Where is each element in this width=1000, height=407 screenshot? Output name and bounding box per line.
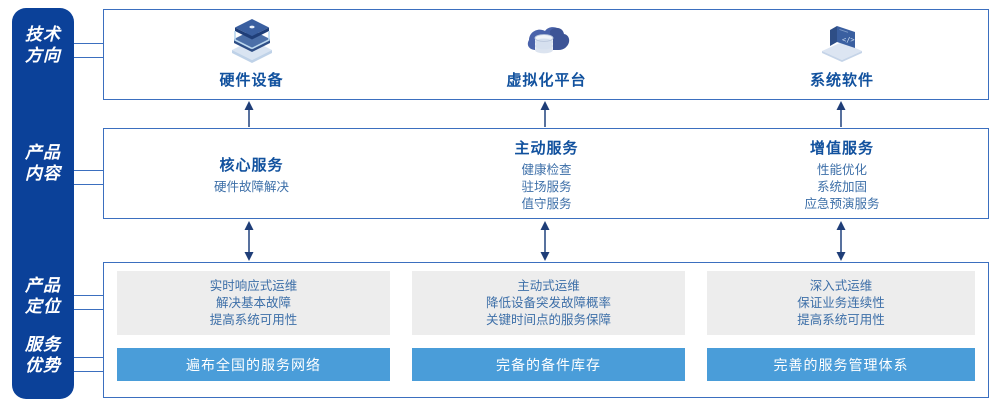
connector-tech-bottom bbox=[74, 57, 103, 58]
advantage-bar-spare-parts[interactable]: 完备的备件库存 bbox=[412, 348, 685, 381]
arrow-double-proactive bbox=[539, 221, 551, 266]
connector-advantage-top bbox=[74, 357, 103, 358]
rail-item-product-content-line2: 内容 bbox=[25, 164, 61, 183]
content-title-core: 核心服务 bbox=[219, 156, 284, 174]
rail-item-tech-direction-line2: 方向 bbox=[25, 46, 61, 65]
tech-column-virtualization[interactable]: 虚拟化平台 bbox=[399, 10, 694, 101]
content-title-value-added: 增值服务 bbox=[809, 139, 874, 157]
arrow-double-value-added bbox=[835, 221, 847, 266]
position-card-line: 关键时间点的服务保障 bbox=[485, 312, 611, 327]
connector-content-bottom bbox=[74, 184, 103, 185]
position-card-line: 提高系统可用性 bbox=[209, 312, 298, 327]
position-card-proactive[interactable]: 主动式运维 降低设备突发故障概率 关键时间点的服务保障 bbox=[412, 271, 685, 335]
arrow-up-hardware bbox=[243, 101, 255, 132]
rail-item-service-advantage-line1: 服务 bbox=[25, 335, 61, 354]
advantage-bar-management-system[interactable]: 完善的服务管理体系 bbox=[707, 348, 975, 381]
svg-text:</>: </> bbox=[842, 36, 855, 44]
content-item: 健康检查 bbox=[521, 162, 572, 177]
left-category-rail bbox=[12, 8, 74, 399]
rail-item-product-content: 产品 内容 bbox=[12, 142, 74, 184]
content-item: 应急预演服务 bbox=[804, 196, 880, 211]
position-card-line: 解决基本故障 bbox=[215, 295, 291, 310]
cloud-database-icon bbox=[520, 16, 574, 68]
arrow-double-core bbox=[243, 221, 255, 266]
advantage-bar-label: 遍布全国的服务网络 bbox=[186, 356, 321, 373]
content-column-core[interactable]: 核心服务 硬件故障解决 bbox=[104, 129, 399, 220]
content-item: 系统加固 bbox=[816, 179, 867, 194]
content-item: 值守服务 bbox=[521, 196, 572, 211]
tech-column-system-software[interactable]: </> 系统软件 bbox=[694, 10, 990, 101]
tech-direction-panel: 硬件设备 虚拟化平台 bbox=[103, 9, 989, 100]
content-item: 性能优化 bbox=[816, 162, 867, 177]
position-card-line: 实时响应式运维 bbox=[209, 278, 298, 293]
server-stack-icon bbox=[225, 16, 279, 68]
connector-position-bottom bbox=[74, 309, 103, 310]
position-card-line: 深入式运维 bbox=[809, 278, 873, 293]
tech-title-system-software: 系统软件 bbox=[809, 72, 874, 89]
position-card-line: 主动式运维 bbox=[517, 278, 580, 293]
tech-title-virtualization: 虚拟化平台 bbox=[506, 72, 587, 89]
rail-item-tech-direction: 技术 方向 bbox=[12, 24, 74, 66]
position-card-line: 提高系统可用性 bbox=[797, 312, 885, 327]
rail-item-service-advantage-line2: 优势 bbox=[25, 356, 61, 375]
advantage-bar-label: 完善的服务管理体系 bbox=[773, 356, 909, 373]
laptop-code-icon: </> bbox=[815, 16, 869, 68]
content-title-proactive: 主动服务 bbox=[514, 139, 579, 157]
rail-item-product-position: 产品 定位 bbox=[12, 275, 74, 317]
tech-title-hardware: 硬件设备 bbox=[219, 72, 284, 89]
position-card-line: 保证业务连续性 bbox=[797, 295, 885, 310]
advantage-bar-service-network[interactable]: 遍布全国的服务网络 bbox=[117, 348, 390, 381]
product-content-panel: 核心服务 硬件故障解决 主动服务 健康检查 驻场服务 值守服务 增值服务 性能优… bbox=[103, 128, 989, 219]
connector-advantage-bottom bbox=[74, 371, 103, 372]
position-card-realtime[interactable]: 实时响应式运维 解决基本故障 提高系统可用性 bbox=[117, 271, 390, 335]
content-item: 驻场服务 bbox=[521, 179, 572, 194]
advantage-bar-label: 完备的备件库存 bbox=[496, 356, 601, 373]
rail-item-product-content-line1: 产品 bbox=[25, 143, 61, 162]
rail-item-tech-direction-line1: 技术 bbox=[25, 25, 61, 44]
arrow-up-system-software bbox=[835, 101, 847, 132]
rail-item-product-position-line1: 产品 bbox=[25, 276, 61, 295]
content-column-value-added[interactable]: 增值服务 性能优化 系统加固 应急预演服务 bbox=[694, 129, 990, 220]
content-column-proactive[interactable]: 主动服务 健康检查 驻场服务 值守服务 bbox=[399, 129, 694, 220]
connector-position-top bbox=[74, 295, 103, 296]
connector-content-top bbox=[74, 170, 103, 171]
rail-item-service-advantage: 服务 优势 bbox=[12, 334, 74, 376]
rail-item-product-position-line2: 定位 bbox=[25, 297, 61, 316]
tech-column-hardware[interactable]: 硬件设备 bbox=[104, 10, 399, 101]
arrow-up-virtualization bbox=[539, 101, 551, 132]
position-card-indepth[interactable]: 深入式运维 保证业务连续性 提高系统可用性 bbox=[707, 271, 975, 335]
connector-tech-top bbox=[74, 43, 103, 44]
position-card-line: 降低设备突发故障概率 bbox=[485, 295, 611, 310]
content-item: 硬件故障解决 bbox=[213, 179, 289, 194]
